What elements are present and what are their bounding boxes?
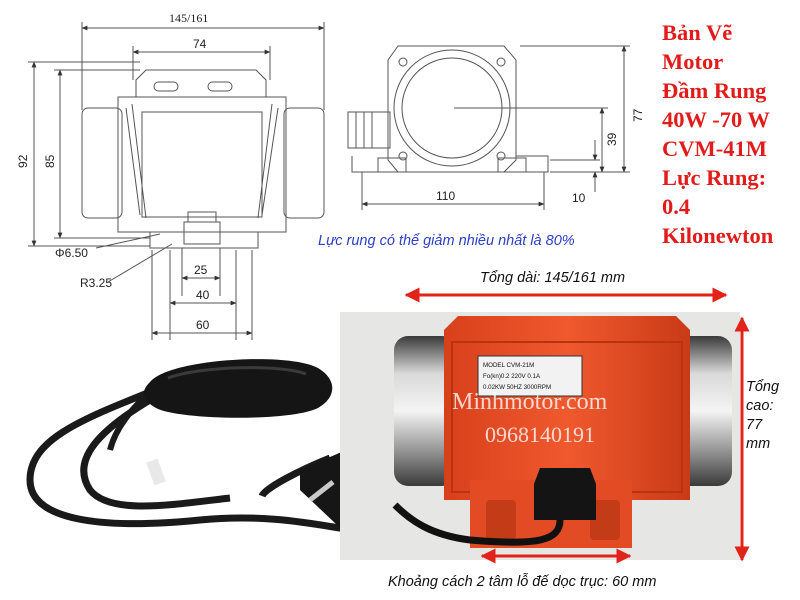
dim-base-span: 60 <box>196 318 210 332</box>
title-line: Bản Vẽ <box>662 20 733 45</box>
dim-height-front: 92 <box>16 154 30 168</box>
nameplate: MODEL CVM-21M Fo(kn)0.2 220V 0.1A 0.02KW… <box>477 355 583 397</box>
watermark-site: Minhmotor.com <box>452 389 608 415</box>
dim-height-inner: 85 <box>43 154 57 168</box>
dim-body-length: 74 <box>193 37 207 51</box>
side-view-labels: 110 77 39 10 <box>436 108 645 205</box>
dim-foot-height: 10 <box>572 191 586 205</box>
dim-side-height: 77 <box>631 108 645 122</box>
dim-hole-dia: Φ6.50 <box>55 246 88 260</box>
vibration-note: Lực rung có thể giảm nhiều nhất là 80% <box>318 233 575 249</box>
title-line: Motor <box>662 49 724 74</box>
nameplate-rating-2: 0.02KW 50HZ 3000RPM <box>483 384 551 391</box>
spacing-caption: Khoảng cách 2 tâm lỗ đế dọc trục: 60 mm <box>388 574 657 590</box>
front-view-drawing <box>28 22 325 340</box>
height-caption: Tổng cao: 77 mm <box>746 378 800 454</box>
dim-side-width: 110 <box>436 189 455 203</box>
watermark-phone: 0968140191 <box>485 422 595 447</box>
dim-slot-width: 25 <box>194 263 208 277</box>
height-caption-line: cao: <box>746 398 774 414</box>
title-line: Lực Rung: <box>662 165 767 190</box>
product-title: Bản Vẽ Motor Đầm Rung 40W -70 W CVM-41M … <box>662 18 798 250</box>
dim-hole-span: 40 <box>196 288 210 302</box>
dim-radius: R3.25 <box>80 276 112 290</box>
title-line: Kilonewton <box>662 223 774 248</box>
power-cable-photo <box>26 359 392 539</box>
nameplate-model: MODEL CVM-21M <box>483 362 534 369</box>
height-caption-line: Tổng <box>746 379 780 395</box>
title-line: Đầm Rung <box>662 78 767 103</box>
motor-photo: MODEL CVM-21M Fo(kn)0.2 220V 0.1A 0.02KW… <box>340 312 740 560</box>
height-caption-line: 77 <box>746 417 763 433</box>
length-caption: Tổng dài: 145/161 mm <box>480 270 626 286</box>
front-view-labels: 145/161 74 92 85 Φ6.50 R3.25 25 40 60 <box>16 11 210 332</box>
height-caption-line: mm <box>746 436 771 452</box>
dim-overall-length: 145/161 <box>169 11 208 25</box>
side-view-drawing <box>347 45 630 210</box>
dim-shaft-height: 39 <box>605 132 619 146</box>
inline-switch-icon <box>143 359 333 418</box>
nameplate-rating-1: Fo(kn)0.2 220V 0.1A <box>483 373 541 380</box>
title-line: 40W -70 W <box>662 107 770 132</box>
title-line: CVM-41M <box>662 136 767 161</box>
title-line: 0.4 <box>662 194 691 219</box>
